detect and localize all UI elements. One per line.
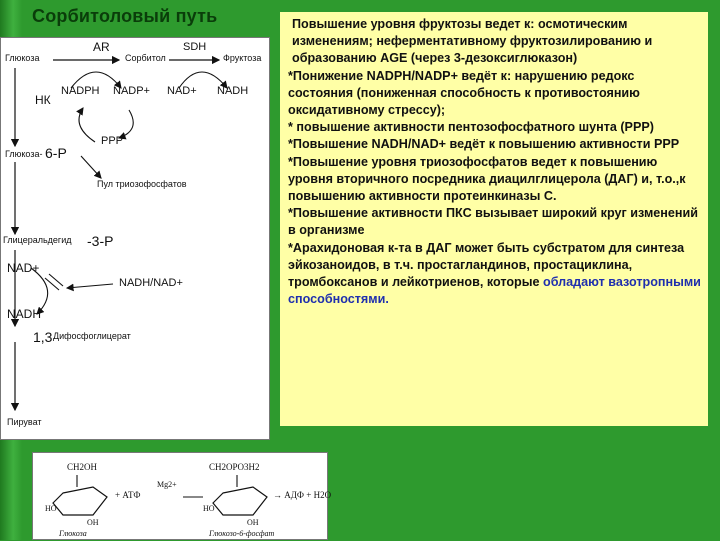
label-bpg-suffix: Дифосфоглицерат	[53, 331, 131, 341]
arrow-nad-nadh	[178, 71, 228, 89]
label-nad-plus-left: NAD+	[7, 261, 40, 275]
block-mark-2	[48, 273, 64, 287]
arrow-ppp-nadph	[76, 107, 96, 143]
chem-ho-left: HO	[45, 504, 57, 513]
chem-ho-right: HO	[203, 504, 215, 513]
paragraph-ppp: * повышение активности пентозофосфатного…	[288, 120, 654, 135]
g6p-ring	[212, 486, 268, 516]
block-mark-1	[44, 277, 60, 291]
label-glucose: Глюкоза	[5, 53, 40, 63]
chem-plus-adf: → АДФ + H2O	[273, 490, 332, 500]
chem-oh-right: OH	[247, 518, 259, 527]
explanation-textbox: Повышение уровня фруктозы ведет к: осмот…	[280, 12, 708, 426]
hexokinase-reaction: CH2OH CH2OPO3H2 + АТФ Mg2+ → АДФ + H2O H…	[32, 452, 332, 540]
paragraph-fructose: Повышение уровня фруктозы ведет к: осмот…	[292, 17, 653, 66]
label-nadph: NADPH	[61, 85, 100, 97]
reaction-structures	[52, 475, 268, 516]
pathway-arrows	[10, 55, 228, 412]
label-glucose6p-prefix: Глюкоза-	[5, 149, 43, 159]
glucose-ring	[52, 486, 108, 516]
label-triose-pool: Пул триозофосфатов	[97, 179, 187, 189]
slide-title: Сорбитоловый путь	[32, 6, 218, 26]
label-ar: AR	[93, 40, 110, 54]
paragraph-nadh: *Повышение NADH/NAD+ ведёт к повышению а…	[288, 137, 680, 152]
label-fructose: Фруктоза	[223, 53, 262, 63]
chem-oh-left: OH	[87, 518, 99, 527]
chem-g6p-label: Глюкозо-6-фосфат	[209, 529, 275, 538]
paragraph-nadph: *Понижение NADPH/NADP+ ведёт к: нарушени…	[288, 68, 640, 118]
chem-glucose-label: Глюкоза	[59, 529, 87, 538]
label-sorbitol: Сорбитол	[125, 53, 166, 63]
paragraph-pkc: *Повышение активности ПКС вызывает широк…	[288, 206, 698, 238]
label-nadh-nad-ratio: NADH/NAD+	[119, 277, 183, 289]
chem-plus-atf: + АТФ	[115, 490, 141, 500]
vasotropic-highlight: обладают вазотропными способностями.	[288, 275, 701, 307]
paragraph-triose: *Повышение уровня триозофосфатов ведет к…	[288, 154, 686, 204]
sorbitol-pathway-diagram: Глюкоза AR Сорбитол SDH Фруктоза НК NADP…	[0, 37, 270, 440]
arachidonic-text: *Арахидоновая к-та в ДАГ может быть субс…	[288, 240, 685, 290]
arrow-g6p-triose	[80, 155, 102, 179]
arrow-nadp-ppp	[117, 109, 134, 140]
chem-ch2opo3h2: CH2OPO3H2	[209, 462, 260, 472]
arrow-nadph-nadp	[70, 71, 122, 89]
arrow-ratio-block	[65, 283, 114, 292]
label-g3p-suffix: -3-P	[87, 233, 114, 249]
label-nadp-plus: NADP+	[113, 85, 150, 97]
label-bpg-prefix: 1,3	[33, 329, 53, 345]
label-ppp: PPP	[101, 135, 124, 147]
label-sdh: SDH	[183, 41, 207, 53]
label-pyruvate: Пируват	[7, 417, 42, 427]
chem-ch2oh: CH2OH	[67, 462, 98, 472]
paragraph-arachidonic: *Арахидоновая к-та в ДАГ может быть субс…	[288, 240, 702, 309]
label-g3p-prefix: Глицеральдегид	[3, 235, 72, 245]
label-nadh-left: NADH	[7, 307, 42, 321]
label-glucose6p-suffix: 6-P	[45, 145, 67, 161]
arrow-nad-nadh-step	[30, 267, 49, 315]
chem-mg: Mg2+	[157, 480, 177, 489]
label-nad-plus: NAD+	[167, 85, 197, 97]
label-nadh: NADH	[217, 85, 249, 97]
label-hk: НК	[35, 93, 51, 107]
